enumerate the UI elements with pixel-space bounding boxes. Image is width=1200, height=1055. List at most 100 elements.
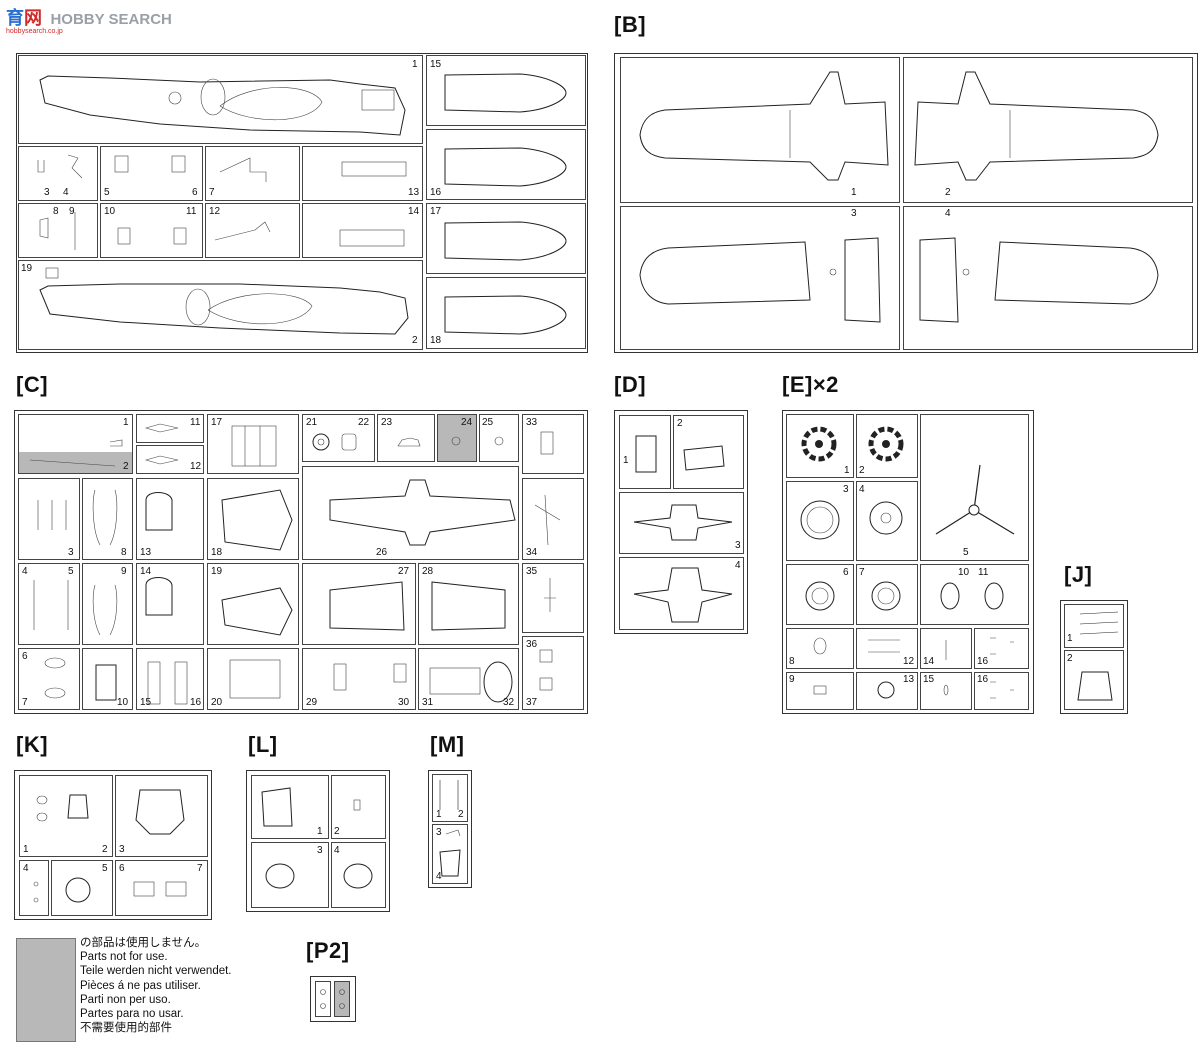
sprue-k-cell-4 <box>19 860 49 916</box>
num-l-4: 4 <box>334 845 340 856</box>
num-e-16a: 16 <box>977 656 989 667</box>
sprue-c-cell-25 <box>479 414 519 462</box>
num-c-10: 10 <box>117 697 129 708</box>
legend-line-en: Parts not for use. <box>80 951 168 964</box>
section-title-c: [C] <box>16 372 49 397</box>
part-a14 <box>339 229 405 247</box>
part-a13 <box>341 161 407 177</box>
num-k-5: 5 <box>102 863 108 874</box>
num-c-22: 22 <box>358 417 370 428</box>
num-c-14: 14 <box>140 566 152 577</box>
tailplane-b3 <box>844 237 881 323</box>
num-a-15: 15 <box>430 59 442 70</box>
num-c-19: 19 <box>211 566 223 577</box>
num-d-2: 2 <box>677 418 683 429</box>
sprue-c-cell-29-30 <box>302 648 416 710</box>
num-c-31: 31 <box>422 697 434 708</box>
sprue-a-cell-7 <box>205 146 300 201</box>
sprue-k-cell-6-7 <box>115 860 208 916</box>
unused-parts-swatch <box>16 938 76 1042</box>
num-e-10: 10 <box>958 567 970 578</box>
num-a-7: 7 <box>209 187 215 198</box>
sprue-p2-cell-right-unused <box>334 981 350 1017</box>
num-c-21: 21 <box>306 417 318 428</box>
fuselage-half-2 <box>39 283 409 335</box>
num-m-2: 2 <box>458 809 464 820</box>
sprue-c-shaded-strip <box>19 452 132 473</box>
num-k-3: 3 <box>119 844 125 855</box>
watermark-url: hobbysearch.co.jp <box>6 28 63 35</box>
num-k-4: 4 <box>23 863 29 874</box>
num-k-6: 6 <box>119 863 125 874</box>
wing-upper-b2 <box>914 71 1159 181</box>
legend-line-it: Parti non per uso. <box>80 993 171 1006</box>
num-c-17: 17 <box>211 417 223 428</box>
num-b-3: 3 <box>851 208 857 219</box>
num-e-12: 12 <box>903 656 915 667</box>
num-d-4: 4 <box>735 560 741 571</box>
num-c-11: 11 <box>190 417 201 428</box>
sprue-l-cell-2 <box>331 775 386 839</box>
num-c-15: 15 <box>140 697 152 708</box>
num-e-2: 2 <box>859 465 865 476</box>
cowl-a16 <box>444 147 567 187</box>
num-a-6: 6 <box>192 187 198 198</box>
sprue-a-cell-12 <box>205 203 300 258</box>
sprue-e-cell-8 <box>786 628 854 669</box>
num-a-18: 18 <box>430 335 442 346</box>
wing-upper-b1 <box>639 71 889 181</box>
section-title-d: [D] <box>614 372 647 397</box>
sprue-a-cell-13 <box>302 146 423 201</box>
sprue-c-cell-23 <box>377 414 435 462</box>
num-c-1: 1 <box>123 417 129 428</box>
num-a-12: 12 <box>209 206 221 217</box>
num-c-18: 18 <box>211 547 223 558</box>
sprue-j-cell-1 <box>1064 604 1124 648</box>
sprue-c-cell-8 <box>82 478 133 560</box>
sprue-c-cell-6-7 <box>18 648 80 710</box>
section-title-l: [L] <box>248 732 278 757</box>
num-c-12: 12 <box>190 461 202 472</box>
cowl-a18 <box>444 295 567 335</box>
part-a10 <box>117 227 131 245</box>
num-e-8: 8 <box>789 656 795 667</box>
num-e-4: 4 <box>859 484 865 495</box>
num-k-1: 1 <box>23 844 29 855</box>
sprue-k-cell-5 <box>51 860 113 916</box>
sprue-c-cell-24-unused <box>437 414 477 462</box>
section-title-m: [M] <box>430 732 465 757</box>
num-a-2: 2 <box>412 335 418 346</box>
legend-line-fr: Pièces á ne pas utiliser. <box>80 979 201 992</box>
num-b-4: 4 <box>945 208 951 219</box>
sprue-c-cell-4-5 <box>18 563 80 645</box>
num-c-3: 3 <box>68 547 74 558</box>
num-a-10: 10 <box>104 206 116 217</box>
section-title-j: [J] <box>1064 562 1093 587</box>
num-a-8: 8 <box>53 206 59 217</box>
num-m-1: 1 <box>436 809 442 820</box>
num-d-3: 3 <box>735 540 741 551</box>
num-c-16: 16 <box>190 697 202 708</box>
num-d-1: 1 <box>623 455 629 466</box>
num-c-8: 8 <box>121 547 127 558</box>
sprue-e-cell-15 <box>920 672 972 710</box>
propeller <box>935 464 1015 535</box>
num-c-25: 25 <box>482 417 494 428</box>
tailplane-b4 <box>919 237 959 323</box>
legend-line-es: Partes para no usar. <box>80 1008 184 1021</box>
legend-line-ja: の部品は使用しません。 <box>80 937 207 949</box>
num-a-4: 4 <box>63 187 69 198</box>
sprue-e-cell-10-11 <box>920 564 1029 625</box>
num-c-32: 32 <box>503 697 515 708</box>
sprue-e-cell-16a <box>974 628 1029 669</box>
section-title-k: [K] <box>16 732 49 757</box>
num-e-5: 5 <box>963 547 969 558</box>
num-c-9: 9 <box>121 566 127 577</box>
part-c26-stab <box>329 479 516 546</box>
part-a7 <box>219 157 267 182</box>
